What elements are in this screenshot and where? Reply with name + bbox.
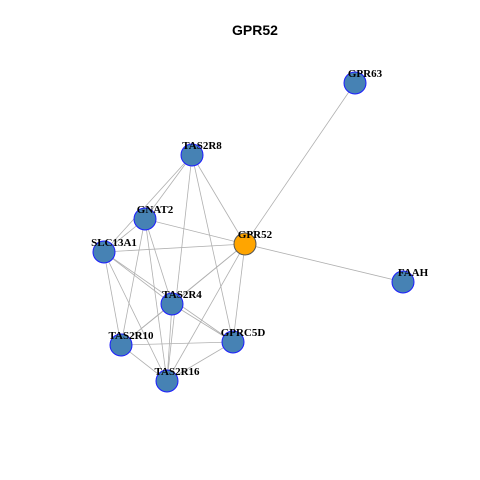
- node-tas2r10: [109, 333, 133, 357]
- edge-tas2r4-gprc5d: [171, 303, 234, 343]
- node-tas2r4: [160, 292, 184, 316]
- edge-slc13a1-tas2r10: [103, 251, 122, 346]
- node-label-tas2r16: TAS2R16: [154, 366, 200, 378]
- graph-title: GPR52: [232, 22, 278, 38]
- edge-gpr52-gprc5d: [232, 243, 246, 343]
- edge-slc13a1-tas2r4: [103, 251, 173, 305]
- edge-tas2r8-gnat2: [144, 154, 193, 220]
- node-label-gnat2: GNAT2: [137, 204, 174, 216]
- edge-gpr52-gnat2: [144, 218, 246, 245]
- edge-gnat2-tas2r10: [120, 218, 146, 346]
- edge-gnat2-tas2r4: [144, 218, 173, 305]
- edge-tas2r4-tas2r16: [166, 303, 173, 382]
- node-gprc5d: [221, 330, 245, 354]
- node-label-gpr63: GPR63: [348, 68, 383, 80]
- edge-gnat2-tas2r16: [144, 218, 168, 382]
- node-gnat2: [133, 207, 157, 231]
- edge-gpr52-tas2r8: [191, 154, 246, 245]
- node-gpr52: [233, 232, 257, 256]
- node-label-tas2r8: TAS2R8: [182, 140, 222, 152]
- edge-tas2r16-gprc5d: [166, 341, 234, 382]
- edge-tas2r8-tas2r16: [166, 154, 193, 382]
- node-tas2r8: [180, 143, 204, 167]
- edge-tas2r8-slc13a1: [103, 154, 193, 253]
- node-tas2r16: [155, 369, 179, 393]
- edge-slc13a1-tas2r16: [103, 251, 168, 382]
- node-gpr63: [343, 71, 367, 95]
- edge-gpr52-slc13a1: [103, 243, 246, 253]
- node-label-tas2r4: TAS2R4: [162, 289, 202, 301]
- node-label-faah: FAAH: [398, 267, 429, 279]
- node-layer: [92, 71, 415, 393]
- edge-tas2r10-gprc5d: [120, 341, 234, 346]
- node-label-gpr52: GPR52: [238, 229, 273, 241]
- node-slc13a1: [92, 240, 116, 264]
- node-label-tas2r10: TAS2R10: [108, 330, 154, 342]
- edge-gpr52-gpr63: [244, 82, 356, 245]
- edge-gpr52-faah: [244, 243, 404, 283]
- node-label-gprc5d: GPRC5D: [221, 327, 266, 339]
- edge-gpr52-tas2r16: [166, 243, 246, 382]
- node-label-slc13a1: SLC13A1: [91, 237, 137, 249]
- edge-tas2r8-gprc5d: [191, 154, 234, 343]
- node-faah: [391, 270, 415, 294]
